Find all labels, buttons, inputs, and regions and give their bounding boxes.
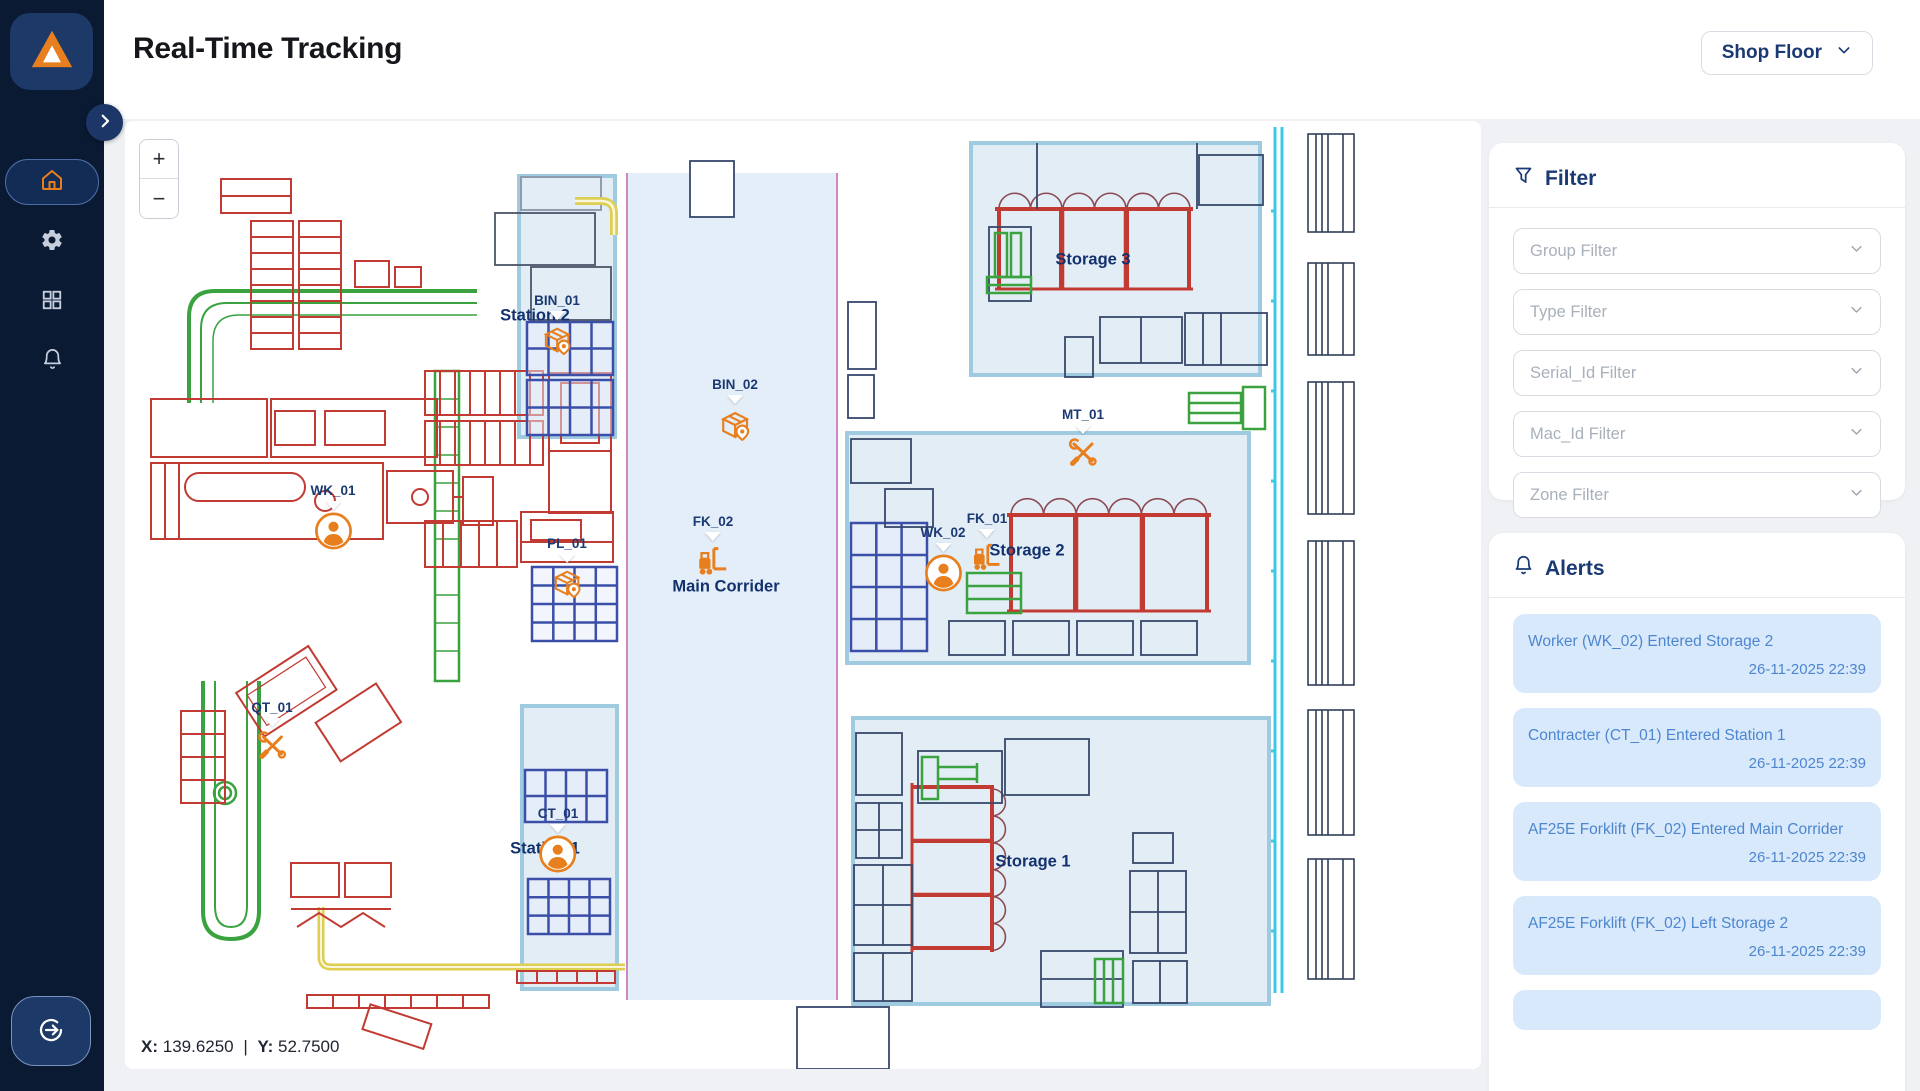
- sidebar-item-settings[interactable]: [5, 219, 99, 265]
- forklift-icon: [695, 543, 731, 579]
- tools-icon: [1067, 436, 1099, 468]
- map-zoom-controls: + −: [139, 139, 179, 219]
- alert-message: Contracter (CT_01) Entered Station 1: [1528, 727, 1786, 744]
- bell-icon: [1513, 555, 1534, 582]
- alert-card[interactable]: Contracter (CT_01) Entered Station 1 26-…: [1513, 708, 1881, 787]
- map-marker-ct-01[interactable]: CT_01: [538, 806, 578, 873]
- person-icon: [539, 835, 577, 873]
- grid-icon: [41, 289, 63, 316]
- alert-list: Worker (WK_02) Entered Storage 2 26-11-2…: [1513, 614, 1881, 1030]
- content: Station 2 Main Corrider Storage 3 Storag…: [104, 119, 1920, 1091]
- map-marker-wk-02[interactable]: WK_02: [920, 525, 966, 592]
- page-title: Real-Time Tracking: [133, 32, 403, 65]
- brand-logo-icon: [29, 28, 75, 75]
- chevron-down-icon: [1849, 302, 1864, 322]
- person-icon: [924, 554, 962, 592]
- mac-id-filter-select[interactable]: Mac_Id Filter: [1513, 411, 1881, 457]
- sidebar-item-notifications[interactable]: [5, 339, 99, 385]
- map-marker-fk-02[interactable]: FK_02: [693, 514, 733, 579]
- alerts-panel: Alerts Worker (WK_02) Entered Storage 2 …: [1489, 533, 1905, 1091]
- tools-icon: [256, 729, 288, 761]
- map-marker-fk-01[interactable]: FK_01: [967, 511, 1007, 574]
- type-filter-select[interactable]: Type Filter: [1513, 289, 1881, 335]
- app-logo[interactable]: [10, 13, 93, 90]
- floor-selector-label: Shop Floor: [1721, 42, 1822, 63]
- floor-plan-drawing: [150, 127, 1355, 1069]
- sidebar-expand-button[interactable]: [86, 104, 123, 141]
- map-marker-wk-01[interactable]: WK_01: [310, 483, 356, 550]
- sidebar-item-dashboard[interactable]: [5, 279, 99, 325]
- filter-panel-header: Filter: [1513, 165, 1881, 192]
- alerts-panel-header: Alerts: [1513, 555, 1881, 582]
- bell-icon: [41, 348, 64, 376]
- floor-selector[interactable]: Shop Floor: [1700, 31, 1873, 75]
- logout-button[interactable]: [11, 996, 91, 1066]
- sidebar-nav: [0, 159, 104, 385]
- chevron-down-icon: [1836, 42, 1852, 64]
- map-marker-bin-01[interactable]: BIN_01: [534, 293, 580, 358]
- alert-card[interactable]: AF25E Forklift (FK_02) Entered Main Corr…: [1513, 802, 1881, 881]
- chevron-right-icon: [96, 112, 114, 133]
- gear-icon: [40, 228, 64, 257]
- logout-icon: [36, 1015, 66, 1048]
- bin-box-icon: [549, 565, 585, 601]
- map-marker-qt-01[interactable]: QT_01: [251, 700, 293, 761]
- person-icon: [314, 512, 352, 550]
- filter-list: Group Filter Type Filter Serial_Id Filte…: [1513, 228, 1881, 518]
- sidebar-item-home[interactable]: [5, 159, 99, 205]
- group-filter-select[interactable]: Group Filter: [1513, 228, 1881, 274]
- bin-box-icon: [716, 406, 754, 444]
- bin-box-icon: [539, 322, 575, 358]
- zone-filter-select[interactable]: Zone Filter: [1513, 472, 1881, 518]
- alert-card-partial[interactable]: [1513, 990, 1881, 1030]
- chevron-down-icon: [1849, 241, 1864, 261]
- map-marker-pl-01[interactable]: PL_01: [547, 536, 587, 601]
- alert-timestamp: 26-11-2025 22:39: [1748, 661, 1866, 678]
- map-marker-bin-02[interactable]: BIN_02: [712, 377, 758, 444]
- chevron-down-icon: [1849, 485, 1864, 505]
- chevron-down-icon: [1849, 363, 1864, 383]
- serial-id-filter-select[interactable]: Serial_Id Filter: [1513, 350, 1881, 396]
- zoom-in-button[interactable]: +: [140, 140, 178, 179]
- chevron-down-icon: [1849, 424, 1864, 444]
- filter-funnel-icon: [1513, 165, 1534, 192]
- alert-message: AF25E Forklift (FK_02) Left Storage 2: [1528, 915, 1789, 932]
- filter-panel: Filter Group Filter Type Filter Serial_I…: [1489, 143, 1905, 518]
- alert-card[interactable]: Worker (WK_02) Entered Storage 2 26-11-2…: [1513, 614, 1881, 693]
- home-icon: [40, 168, 64, 197]
- map-marker-mt-01[interactable]: MT_01: [1062, 407, 1104, 468]
- sidebar: [0, 0, 123, 1091]
- zoom-out-button[interactable]: −: [140, 179, 178, 218]
- main-area: Real-Time Tracking Shop Floor: [104, 0, 1920, 1091]
- alert-card[interactable]: AF25E Forklift (FK_02) Left Storage 2 26…: [1513, 896, 1881, 975]
- header: Real-Time Tracking Shop Floor: [104, 0, 1920, 119]
- alert-timestamp: 26-11-2025 22:39: [1748, 755, 1866, 772]
- alert-timestamp: 26-11-2025 22:39: [1748, 943, 1866, 960]
- alert-message: AF25E Forklift (FK_02) Entered Main Corr…: [1528, 821, 1844, 838]
- forklift-icon: [970, 540, 1004, 574]
- map-canvas[interactable]: Station 2 Main Corrider Storage 3 Storag…: [125, 121, 1481, 1069]
- alert-message: Worker (WK_02) Entered Storage 2: [1528, 633, 1774, 650]
- cursor-coordinates: X: 139.6250 | Y: 52.7500: [141, 1037, 340, 1056]
- alert-timestamp: 26-11-2025 22:39: [1748, 849, 1866, 866]
